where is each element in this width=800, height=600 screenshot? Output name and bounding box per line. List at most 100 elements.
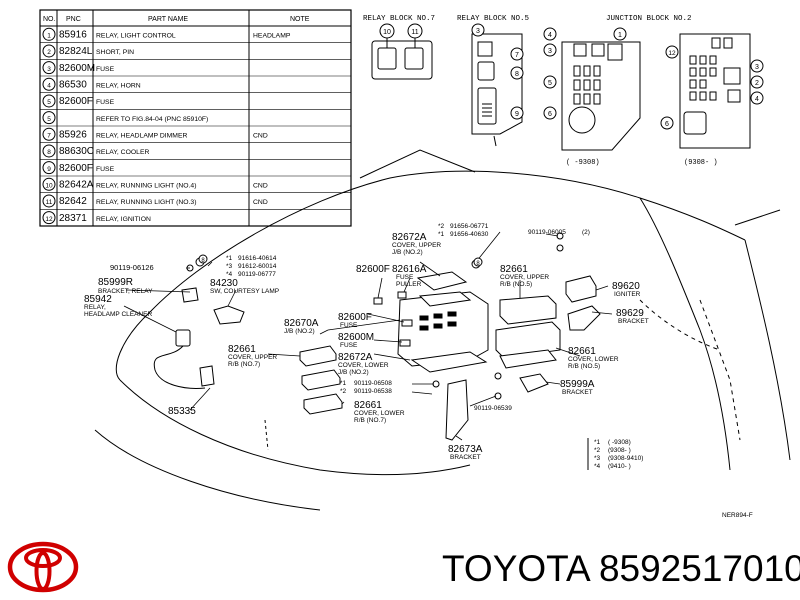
callout-mark-8b: 8 <box>476 261 480 267</box>
callout-84230: 84230 <box>210 278 238 289</box>
jb-right-slot-12: 12 <box>668 50 676 57</box>
callout-82661-low-sub2: R/B (NO.7) <box>354 417 386 424</box>
legend-range: (9308- ) <box>608 447 631 454</box>
callout-mark2-top: *2 <box>438 223 445 230</box>
callout-82661-top: 82661 <box>500 264 528 275</box>
courtesy-lamp-switch <box>213 305 245 325</box>
table-row-pnc: 82824L <box>59 46 93 57</box>
callout-82616a-sub2: PULLER <box>396 281 422 288</box>
jb-left-slot-1: 1 <box>618 32 622 39</box>
table-row-pnc: 82600F <box>59 163 93 174</box>
callout-82600m-sub: FUSE <box>340 342 358 349</box>
legend-mark: *2 <box>594 447 601 454</box>
table-row-pnc: 28371 <box>59 213 87 224</box>
table-row-no: 9 <box>47 166 51 173</box>
callout-82670a: 82670A <box>284 318 319 329</box>
relay-block-assembly <box>495 295 561 369</box>
callout-90119-06005: 90119-06005 <box>528 229 566 236</box>
table-row-part-name: RELAY, RUNNING LIGHT (NO.3) <box>96 199 196 206</box>
table-row-number-circle <box>42 194 56 208</box>
callout-91656-40630: 91656-40630 <box>450 231 489 238</box>
table-row-no: 5 <box>47 99 51 106</box>
cover-lower-jb2 <box>301 369 341 391</box>
part-drawings <box>153 232 601 441</box>
table-row-number-circle <box>42 144 56 158</box>
callout-89620: 89620 <box>612 281 640 292</box>
jb-right-slot-2: 2 <box>755 80 759 87</box>
table-row-pnc: 85926 <box>59 129 87 140</box>
toyota-emblem <box>7 541 79 593</box>
callout-91616-40614: 91616-40614 <box>238 255 277 262</box>
relay-block-no7-title: RELAY BLOCK NO.7 <box>363 15 435 23</box>
callout-mark1-b: *1 <box>340 380 347 387</box>
table-row-pnc: 86530 <box>59 79 87 90</box>
callout-85999a: 85999A <box>560 379 595 390</box>
legend-range: (9308-9410) <box>608 455 643 462</box>
table-row-no: 1 <box>47 33 51 40</box>
date-legend: *1( -9308)*2(9308- )*3(9308-9410)*4(9410… <box>587 438 643 470</box>
callout-82661-low-sub1: COVER, LOWER <box>354 410 405 417</box>
footer-brand-part-number: TOYOTA 8592517010 <box>442 548 800 589</box>
table-row-no: 3 <box>47 66 51 73</box>
callout-mark4-a: *4 <box>226 271 233 278</box>
table-row-part-name: RELAY, LIGHT CONTROL <box>96 33 176 40</box>
jb-right-date: (9308- ) <box>684 159 718 167</box>
callout-90119-06508: 90119-06508 <box>354 380 392 387</box>
callout-82661-low: 82661 <box>354 400 382 411</box>
relay5-slot-7: 7 <box>515 52 519 59</box>
callout-82661-left-sub1: COVER, UPPER <box>228 354 277 361</box>
callout-82672a-2-sub1: COVER, LOWER <box>338 362 389 369</box>
callout-82600f-2: 82600F <box>338 312 372 323</box>
callout-89620-sub: IGNITER <box>614 291 641 298</box>
leader-lines <box>123 231 613 441</box>
callout-91656-06771: 91656-06771 <box>450 223 489 230</box>
legend-range: (9410- ) <box>608 463 631 470</box>
relay-block-no5-title: RELAY BLOCK NO.5 <box>457 15 530 23</box>
callout-mark3-a: *3 <box>226 263 233 270</box>
table-row-number-circle <box>42 94 56 108</box>
callout-85999r: 85999R <box>98 277 133 288</box>
cover-lower-rb7 <box>303 393 343 415</box>
jb-left-slot-4: 4 <box>548 32 552 39</box>
table-row-part-name: RELAY, HORN <box>96 82 141 89</box>
table-row-number-circle <box>42 177 56 191</box>
relay5-slot-8: 8 <box>515 71 519 78</box>
legend-mark: *3 <box>594 455 601 462</box>
igniter <box>565 275 597 303</box>
bracket-82673a <box>445 379 469 441</box>
callout-mark-8: 8 <box>201 258 205 264</box>
callout-mark2-b: *2 <box>340 388 347 395</box>
bracket-85999a <box>519 373 549 393</box>
table-row-number-circle <box>42 77 56 91</box>
callout-mark1-a: *1 <box>226 255 233 262</box>
table-header-pnc: PNC <box>66 16 81 23</box>
table-row-no: 2 <box>47 49 51 56</box>
callout-82661-right: 82661 <box>568 346 596 357</box>
table-row-note: CND <box>253 199 268 206</box>
callout-82600f: 82600F <box>356 264 390 275</box>
callout-85942: 85942 <box>84 294 112 305</box>
callout-85335: 85335 <box>168 406 196 417</box>
igniter-bracket <box>567 305 601 331</box>
table-row-number-circle <box>42 61 56 75</box>
table-row-part-name: RELAY, COOLER <box>96 149 149 156</box>
callout-82672a-2: 82672A <box>338 352 373 363</box>
callout-82670a-sub: J/B (NO.2) <box>284 328 315 335</box>
table-header-part-name: PART NAME <box>148 16 188 23</box>
relay5-slot-9: 9 <box>515 111 519 118</box>
table-row-pnc: 82642A <box>59 179 94 190</box>
jb-left-slot-3: 3 <box>548 48 552 55</box>
table-row-pnc: 82642 <box>59 196 87 207</box>
callout-82600m: 82600M <box>338 332 374 343</box>
callout-85999a-sub: BRACKET <box>562 389 593 396</box>
table-row-pnc: 88630C <box>59 146 94 157</box>
table-row-no: 7 <box>47 132 51 139</box>
callout-82616a: 82616A <box>392 264 427 275</box>
table-row-number-circle <box>42 211 56 225</box>
callout-90119-06539: 90119-06539 <box>474 405 512 412</box>
callout-82672a: 82672A <box>392 232 427 243</box>
callout-90119-06126: 90119-06126 <box>110 263 154 272</box>
table-row-pnc: 82600F <box>59 96 93 107</box>
